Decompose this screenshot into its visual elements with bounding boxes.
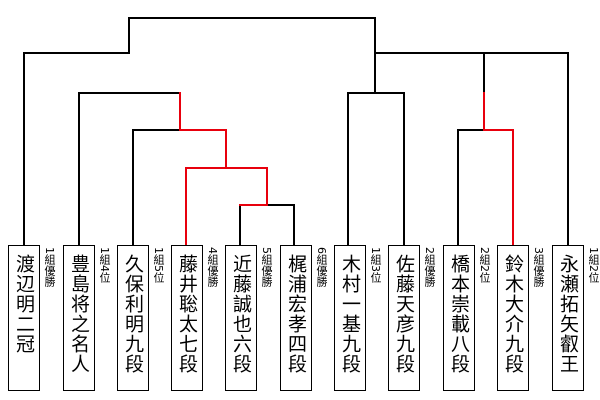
bracket-line <box>23 52 130 246</box>
player-name: 梶浦宏孝四段 <box>285 254 307 374</box>
player-qualification: 6組優勝 <box>315 247 328 287</box>
player-slot-4: 藤井聡太七段 4組優勝 <box>171 245 219 391</box>
bracket-line <box>374 17 479 54</box>
player-slot-6: 梶浦宏孝四段 6組優勝 <box>280 245 328 391</box>
player-name-box: 豊島将之名人 <box>63 245 95 391</box>
player-qualification: 4組優勝 <box>206 247 219 287</box>
player-slot-2: 豊島将之名人 1組4位 <box>63 245 111 391</box>
player-slot-9: 橋本崇載八段 2組2位 <box>443 245 491 391</box>
player-slot-8: 佐藤天彦九段 2組優勝 <box>388 245 436 391</box>
player-name-box: 鈴木大介九段 <box>497 245 529 391</box>
bracket-line <box>128 17 376 54</box>
player-name: 佐藤天彦九段 <box>393 254 415 374</box>
player-slot-10: 鈴木大介九段 3組優勝 <box>497 245 545 391</box>
winner-path-line <box>483 92 514 246</box>
player-slot-1: 渡辺明二冠 1組優勝 <box>8 245 56 391</box>
bracket-line <box>477 52 485 94</box>
player-qualification: 2組優勝 <box>423 247 436 287</box>
player-name: 永瀬拓矢叡王 <box>557 254 579 374</box>
player-slot-3: 久保利明九段 1組5位 <box>117 245 165 391</box>
bracket-line <box>347 92 405 246</box>
player-name-box: 橋本崇載八段 <box>443 245 475 391</box>
bracket-line <box>132 129 181 246</box>
winner-path-line <box>179 92 227 246</box>
player-name-box: 梶浦宏孝四段 <box>280 245 312 391</box>
bracket-line <box>477 52 569 246</box>
player-name: 豊島将之名人 <box>68 254 90 374</box>
player-slot-11: 永瀬拓矢叡王 1組2位 <box>552 245 600 391</box>
player-slot-5: 近藤誠也六段 5組優勝 <box>225 245 273 391</box>
player-name-box: 近藤誠也六段 <box>225 245 257 391</box>
player-name-box: 久保利明九段 <box>117 245 149 391</box>
player-qualification: 1組4位 <box>98 247 111 283</box>
player-name-box: 藤井聡太七段 <box>171 245 203 391</box>
player-name: 藤井聡太七段 <box>176 254 198 374</box>
bracket-line <box>457 129 485 246</box>
player-qualification: 1組2位 <box>587 247 600 283</box>
player-name: 橋本崇載八段 <box>448 254 470 374</box>
bracket-line <box>78 92 181 246</box>
player-qualification: 5組優勝 <box>260 247 273 287</box>
player-name-box: 永瀬拓矢叡王 <box>552 245 584 391</box>
player-qualification: 2組2位 <box>478 247 491 283</box>
bracket-line <box>264 204 295 246</box>
player-qualification: 3組優勝 <box>532 247 545 287</box>
player-name: 木村一基九段 <box>339 254 361 374</box>
player-qualification: 1組優勝 <box>43 247 56 287</box>
player-name-box: 木村一基九段 <box>334 245 366 391</box>
player-name: 渡辺明二冠 <box>13 254 35 354</box>
player-name: 近藤誠也六段 <box>230 254 252 374</box>
player-name-box: 佐藤天彦九段 <box>388 245 420 391</box>
player-qualification: 1組3位 <box>369 247 382 283</box>
player-slot-7: 木村一基九段 1組3位 <box>334 245 382 391</box>
player-name: 鈴木大介九段 <box>502 254 524 374</box>
player-name: 久保利明九段 <box>122 254 144 374</box>
winner-path-line <box>225 167 268 206</box>
player-name-box: 渡辺明二冠 <box>8 245 40 391</box>
player-qualification: 1組5位 <box>152 247 165 283</box>
